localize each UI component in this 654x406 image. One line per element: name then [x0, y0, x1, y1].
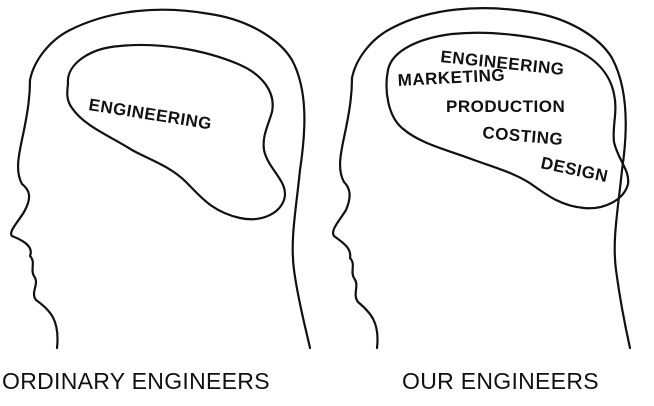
caption-ordinary-engineers: ORDINARY ENGINEERS: [2, 368, 270, 394]
right-head: ENGINEERING MARKETING PRODUCTION COSTING…: [332, 7, 632, 350]
right-brain-word-production: PRODUCTION: [446, 97, 565, 116]
left-brain-outline: [66, 43, 287, 221]
caption-our-engineers: OUR ENGINEERS: [402, 368, 599, 394]
left-head-outline: [10, 8, 312, 350]
right-brain-word-costing: COSTING: [482, 123, 564, 149]
left-head: ENGINEERING: [10, 8, 312, 350]
right-brain-outline: [385, 31, 630, 210]
right-brain-word-design: DESIGN: [539, 153, 610, 186]
right-brain-word-marketing: MARKETING: [397, 65, 505, 90]
left-brain-word-engineering: ENGINEERING: [87, 95, 213, 133]
